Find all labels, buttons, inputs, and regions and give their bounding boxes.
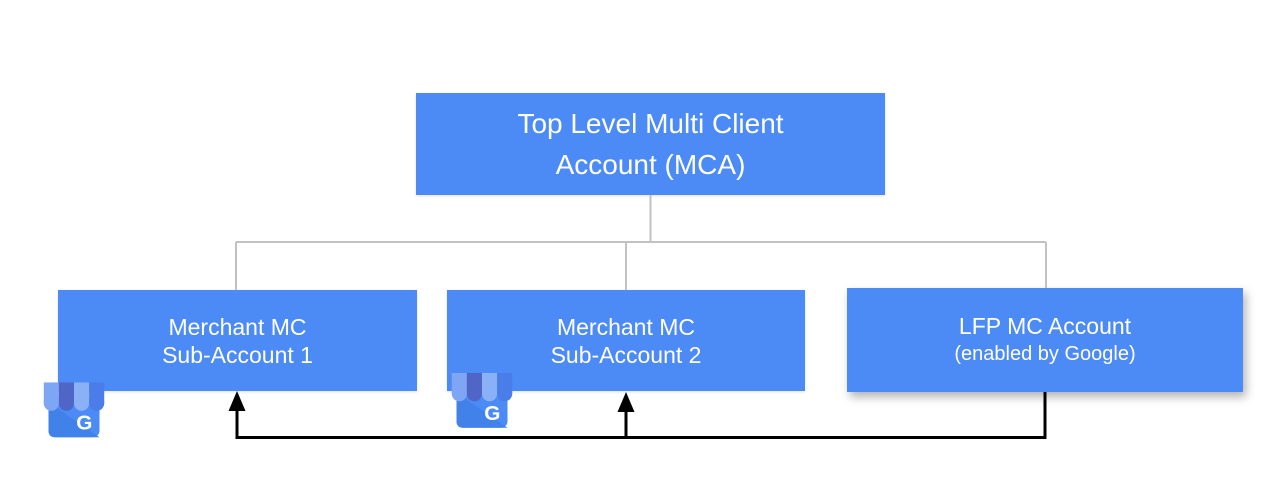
google-g-letter: G — [484, 402, 500, 425]
feedback-arrow-path — [235, 392, 1047, 439]
google-business-profile-icon: G — [43, 382, 105, 438]
tree-connector-lines — [235, 195, 1047, 290]
node-label-line: Top Level Multi Client — [517, 108, 784, 139]
node-lfp-mc-account: LFP MC Account (enabled by Google) — [847, 288, 1243, 392]
node-label-line: Merchant MC — [168, 313, 307, 340]
node-label-line: Account (MCA) — [555, 149, 746, 180]
store-body-shade — [456, 392, 508, 428]
arrowhead-sub-account-1 — [228, 391, 246, 411]
google-g-letter: G — [76, 412, 92, 435]
arrowhead-sub-account-2 — [617, 392, 635, 412]
node-top-level-mca: Top Level Multi Client Account (MCA) — [416, 93, 885, 195]
google-business-profile-icon: G — [451, 372, 513, 428]
node-label-line: Sub-Account 1 — [162, 341, 313, 368]
node-merchant-sub-account-1: Merchant MC Sub-Account 1 — [58, 290, 417, 391]
store-awning — [451, 372, 513, 402]
store-awning — [43, 382, 105, 411]
node-label-line: (enabled by Google) — [954, 343, 1136, 365]
node-label-line: Sub-Account 2 — [550, 341, 702, 368]
node-label-line: Merchant MC — [556, 313, 696, 340]
node-label-line: LFP MC Account — [958, 313, 1132, 339]
store-body-shade — [48, 402, 100, 438]
